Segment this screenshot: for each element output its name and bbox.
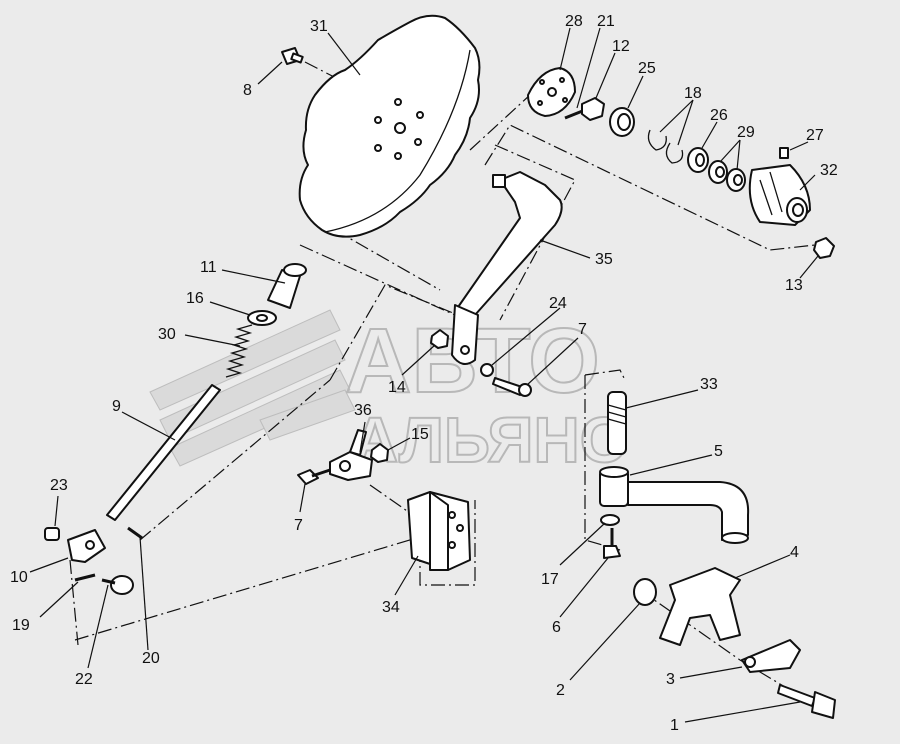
- part-29-spacers: [708, 160, 746, 192]
- part-20-pin: [127, 526, 143, 540]
- part-12-nut: [581, 97, 605, 121]
- watermark: АВТО АЛЬЯНС: [149, 309, 627, 477]
- callout-22: 22: [75, 671, 93, 688]
- part-1-bolt: [777, 684, 836, 719]
- callout-26: 26: [710, 107, 728, 124]
- part-9-rod: [106, 384, 221, 521]
- callout-9: 9: [112, 398, 121, 415]
- callout-25: 25: [638, 60, 656, 77]
- part-18-circlips: [647, 129, 684, 164]
- part-7-bolt-upper: [492, 377, 532, 397]
- part-11-bolt: [267, 263, 307, 309]
- part-4-bracket: [659, 567, 741, 646]
- callout-31: 31: [310, 18, 328, 35]
- callout-10: 10: [10, 569, 28, 586]
- callout-8: 8: [243, 82, 252, 99]
- callout-36: 36: [354, 402, 372, 419]
- callout-28: 28: [565, 13, 583, 30]
- callout-19: 19: [12, 617, 30, 634]
- callout-33: 33: [700, 376, 718, 393]
- part-16-washer: [247, 310, 277, 326]
- callout-labels: 31 8 28 21 12 25 18 26 29 27 32 13 35 11…: [10, 13, 838, 734]
- callout-12: 12: [612, 38, 630, 55]
- part-36-clamp: [329, 429, 373, 481]
- leader-lines: [29, 27, 819, 723]
- callout-35: 35: [595, 251, 613, 268]
- callout-6: 6: [552, 619, 561, 636]
- watermark-logo: [149, 309, 356, 467]
- part-22-stud: [101, 575, 134, 595]
- callout-13: 13: [785, 277, 803, 294]
- callout-29: 29: [737, 124, 755, 141]
- callout-30: 30: [158, 326, 176, 343]
- callout-1: 1: [670, 717, 679, 734]
- part-33-stud: [607, 391, 627, 455]
- part-2-nut: [633, 578, 657, 606]
- callout-27: 27: [806, 127, 824, 144]
- callout-18: 18: [684, 85, 702, 102]
- callout-23: 23: [50, 477, 68, 494]
- part-34-bracket: [407, 491, 471, 571]
- part-24-bush: [480, 363, 494, 377]
- part-28-flange: [527, 67, 576, 117]
- part-13-nut: [813, 237, 835, 259]
- callout-32: 32: [820, 162, 838, 179]
- callout-5: 5: [714, 443, 723, 460]
- callout-15: 15: [411, 426, 429, 443]
- watermark-line2: АЛЬЯНС: [352, 404, 626, 476]
- part-5-tube: [599, 466, 750, 544]
- callout-16: 16: [186, 290, 204, 307]
- part-31-disc: [298, 14, 481, 238]
- part-10-fork: [67, 529, 106, 563]
- part-35-arm: [451, 171, 563, 365]
- part-8-bolt: [281, 47, 304, 65]
- callout-4: 4: [790, 544, 799, 561]
- part-7-bolt-lower: [297, 468, 331, 485]
- part-32-hub: [748, 164, 811, 226]
- callout-3: 3: [666, 671, 675, 688]
- part-15-nut: [370, 443, 389, 463]
- callout-14: 14: [388, 379, 406, 396]
- part-25-bearing: [609, 107, 635, 137]
- part-30-spring: [225, 324, 253, 378]
- callout-21: 21: [597, 13, 615, 30]
- callout-7-lower: 7: [294, 517, 303, 534]
- part-6-screw: [603, 528, 621, 559]
- callout-11: 11: [200, 259, 217, 276]
- part-23-bush: [44, 527, 60, 541]
- part-26-bearing: [687, 147, 709, 173]
- part-3-link: [741, 639, 801, 673]
- callout-24: 24: [549, 295, 567, 312]
- part-14-nut: [430, 329, 449, 349]
- callout-34: 34: [382, 599, 400, 616]
- callout-7-upper: 7: [578, 321, 587, 338]
- part-19-pin: [74, 573, 96, 582]
- part-17-washer: [600, 514, 620, 526]
- callout-20: 20: [142, 650, 160, 667]
- callout-2: 2: [556, 682, 565, 699]
- callout-17: 17: [541, 571, 559, 588]
- part-27-grease-nipple: [779, 147, 789, 159]
